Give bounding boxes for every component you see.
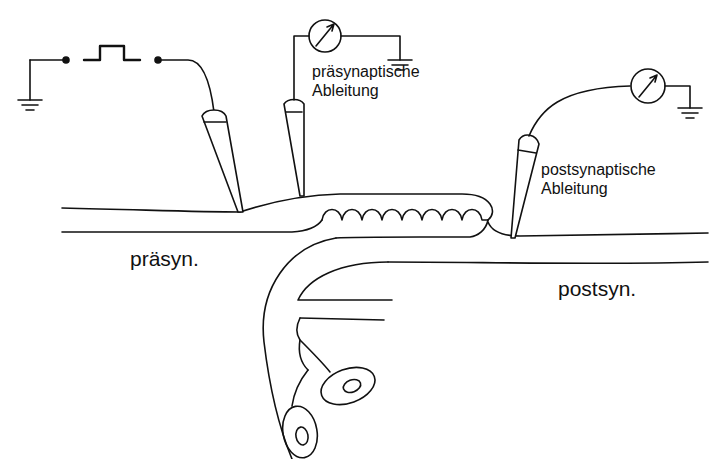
ground-symbol (678, 108, 702, 118)
recording-pipette (511, 135, 539, 238)
pipette-rim (518, 150, 536, 153)
wire (341, 36, 400, 60)
ground-symbol (18, 100, 42, 110)
branch-middle-bottom (299, 340, 308, 370)
branch-upper-top (298, 262, 392, 300)
recording-label: postsynaptische Ableitung (541, 160, 681, 198)
postsynaptic-membrane-bottom (388, 262, 708, 263)
terminal-oval (316, 360, 380, 411)
synaptic-folds (322, 210, 488, 221)
wire (294, 36, 309, 100)
terminal-dot (63, 57, 69, 63)
pipette-rim (286, 111, 302, 113)
presynaptic-membrane-top (62, 194, 492, 220)
presynaptic-membrane-bottom (62, 220, 322, 232)
branch-upper-bottom (300, 318, 384, 320)
branch-outer (263, 238, 336, 459)
stimulation-pipette (202, 110, 243, 212)
branch-middle-top (297, 318, 330, 372)
recording-label: präsynaptische Ableitung (312, 62, 432, 100)
terminal-nucleus (341, 377, 362, 394)
terminal-oval (279, 403, 322, 459)
fiber-label: postsyn. (558, 276, 636, 301)
wire (160, 60, 214, 112)
wire (30, 59, 64, 61)
branch-lower (292, 370, 308, 406)
pulse-symbol (84, 46, 140, 60)
meter (631, 69, 665, 103)
recording-pipette (284, 100, 304, 197)
postsynaptic-membrane-top (488, 222, 708, 236)
wire (529, 86, 630, 136)
meter-needle (639, 75, 657, 97)
meter (309, 20, 341, 52)
terminal-nucleus (295, 426, 310, 446)
pipette-rim (204, 121, 226, 123)
wire (29, 60, 31, 100)
wire (665, 86, 690, 108)
fiber-label: präsyn. (130, 246, 199, 271)
postsynaptic-membrane-inner (336, 220, 488, 238)
meter-needle (316, 24, 334, 46)
